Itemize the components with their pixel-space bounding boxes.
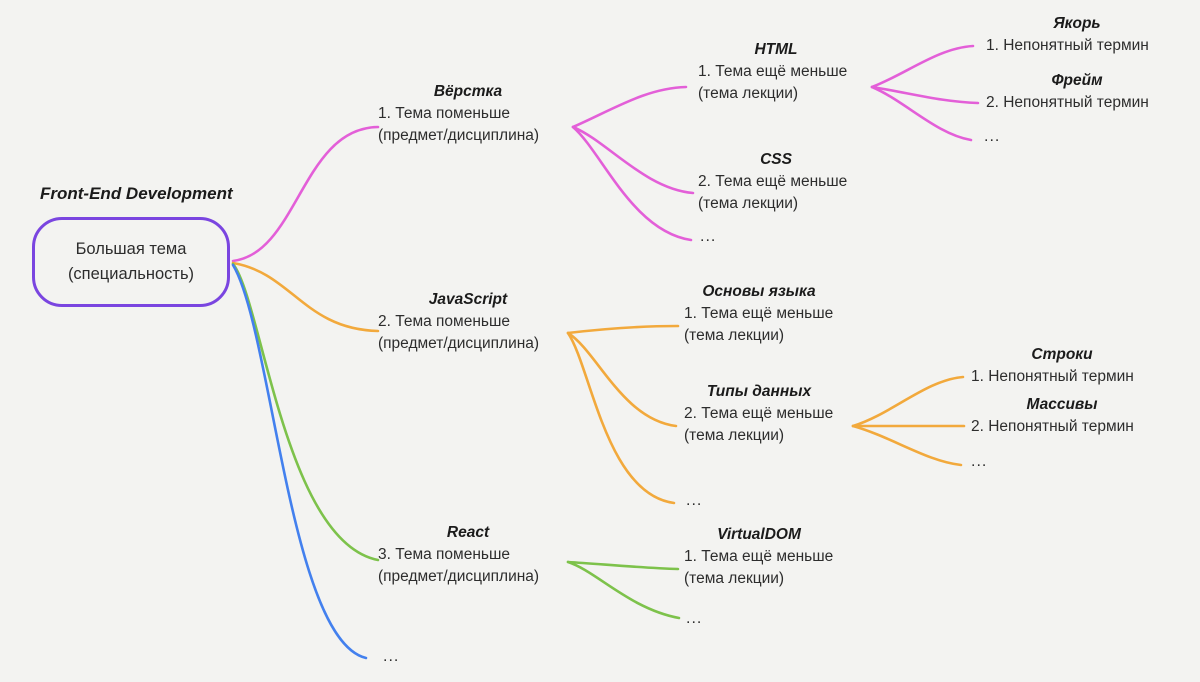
edge-html-more	[870, 85, 973, 142]
node-line1: 2. Тема поменьше	[378, 313, 511, 330]
node-frejm[interactable]: Фрейм 2. Непонятный термин	[986, 70, 1168, 114]
node-line2: (тема лекции)	[684, 427, 785, 444]
node-line2: (предмет/дисциплина)	[378, 335, 540, 352]
node-line1: 1. Тема ещё меньше	[698, 63, 848, 80]
edge-js-osnovy	[566, 324, 680, 335]
edge-root-more	[231, 263, 368, 660]
root-label-line2: (специальность)	[67, 265, 195, 283]
root-label-line1: Большая тема	[75, 240, 187, 258]
node-line2: (тема лекции)	[698, 195, 799, 212]
edge-verstka-css	[571, 125, 695, 195]
node-title: CSS	[760, 151, 792, 168]
node-tipy-more[interactable]: ...	[971, 453, 988, 470]
edge-root-react	[231, 262, 380, 562]
node-title: React	[446, 524, 490, 541]
node-title: Якорь	[1053, 15, 1101, 32]
edge-root-javascript	[231, 261, 380, 333]
node-line1: 2. Тема ещё меньше	[684, 405, 834, 422]
node-line2: (тема лекции)	[698, 85, 799, 102]
node-title: HTML	[754, 41, 798, 58]
edge-verstka-more	[571, 125, 693, 242]
node-line1: 1. Непонятный термин	[986, 37, 1149, 54]
node-js-more[interactable]: ...	[686, 492, 703, 509]
node-line1: 1. Тема ещё меньше	[684, 305, 834, 322]
edge-html-frame	[870, 85, 980, 105]
node-virtualdom[interactable]: VirtualDOM 1. Тема ещё меньше (тема лекц…	[684, 524, 834, 590]
edge-verstka-html	[571, 85, 688, 129]
node-massivy[interactable]: Массивы 2. Непонятный термин	[971, 394, 1153, 438]
node-tipy-dannyh[interactable]: Типы данных 2. Тема ещё меньше (тема лек…	[684, 381, 834, 447]
edge-react-more	[566, 560, 681, 620]
node-root-more[interactable]: ...	[383, 648, 400, 665]
root-node[interactable]: Большая тема (специальность)	[32, 217, 230, 307]
node-verstka-more[interactable]: ...	[700, 228, 717, 245]
node-line1: 1. Тема ещё меньше	[684, 548, 834, 565]
node-react[interactable]: React 3. Тема поменьше (предмет/дисципли…	[378, 522, 558, 588]
node-title: Основы языка	[702, 283, 816, 300]
node-title: Вёрстка	[433, 83, 503, 100]
node-line2: (предмет/дисциплина)	[378, 568, 540, 585]
node-line1: 2. Непонятный термин	[986, 94, 1149, 111]
node-line1: 2. Тема ещё меньше	[698, 173, 848, 190]
edge-tipy-more	[851, 424, 963, 467]
node-line1: 3. Тема поменьше	[378, 546, 511, 563]
node-react-more[interactable]: ...	[686, 610, 703, 627]
edge-html-anchor	[870, 44, 975, 89]
edge-js-tipy	[566, 331, 678, 428]
node-title: VirtualDOM	[717, 526, 801, 543]
node-line2: (предмет/дисциплина)	[378, 127, 540, 144]
node-line2: (тема лекции)	[684, 327, 785, 344]
node-line1: 2. Непонятный термин	[971, 418, 1134, 435]
node-osnovy-yazyka[interactable]: Основы языка 1. Тема ещё меньше (тема ле…	[684, 281, 834, 347]
node-title: Массивы	[1026, 396, 1098, 413]
node-line1: 1. Непонятный термин	[971, 368, 1134, 385]
edge-tipy-stroki	[851, 375, 965, 428]
root-title: Front-End Development	[40, 184, 233, 203]
node-yakor[interactable]: Якорь 1. Непонятный термин	[986, 13, 1168, 57]
node-javascript[interactable]: JavaScript 2. Тема поменьше (предмет/дис…	[378, 289, 558, 355]
node-line2: (тема лекции)	[684, 570, 785, 587]
node-html-more[interactable]: ...	[984, 128, 1001, 145]
node-verstka[interactable]: Вёрстка 1. Тема поменьше (предмет/дисцип…	[378, 81, 558, 147]
edge-react-virtualdom	[566, 560, 680, 571]
node-title: Типы данных	[706, 383, 812, 400]
node-line1: 1. Тема поменьше	[378, 105, 511, 122]
node-css[interactable]: CSS 2. Тема ещё меньше (тема лекции)	[698, 149, 854, 215]
node-title: JavaScript	[428, 291, 508, 308]
node-html[interactable]: HTML 1. Тема ещё меньше (тема лекции)	[698, 39, 854, 105]
node-stroki[interactable]: Строки 1. Непонятный термин	[971, 344, 1153, 388]
edge-js-more	[566, 331, 676, 505]
node-title: Строки	[1031, 346, 1093, 363]
node-title: Фрейм	[1051, 72, 1103, 89]
edge-root-verstka	[231, 125, 380, 263]
